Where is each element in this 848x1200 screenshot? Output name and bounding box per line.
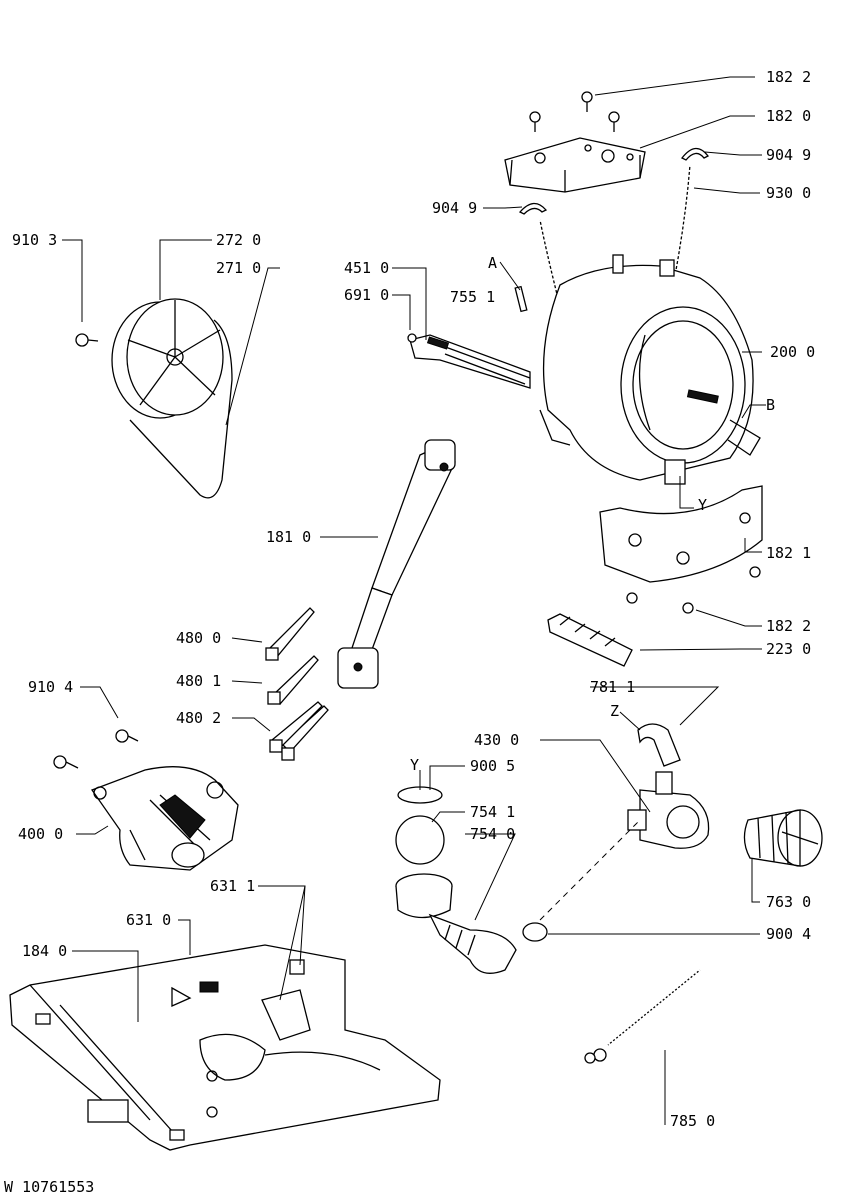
label-1821: 182 1 bbox=[766, 544, 811, 562]
letter-y-drum: Y bbox=[698, 496, 707, 514]
elbow-7811 bbox=[637, 723, 681, 767]
label-6311: 631 1 bbox=[210, 877, 255, 895]
pump-4300 bbox=[627, 771, 710, 849]
label-9300: 930 0 bbox=[766, 184, 811, 202]
label-7850: 785 0 bbox=[670, 1112, 715, 1130]
paddle-2230 bbox=[547, 613, 633, 667]
label-4300: 430 0 bbox=[474, 731, 519, 749]
label-6310: 631 0 bbox=[126, 911, 171, 929]
label-1810: 181 0 bbox=[266, 528, 311, 546]
label-6910: 691 0 bbox=[344, 286, 389, 304]
screw-1822-lower bbox=[626, 566, 761, 614]
clip-9049-right bbox=[680, 147, 709, 161]
label-7630: 763 0 bbox=[766, 893, 811, 911]
drum-2000 bbox=[539, 254, 761, 485]
clamp-9004 bbox=[522, 922, 548, 942]
base-1840 bbox=[9, 944, 441, 1151]
ball-7541 bbox=[395, 815, 445, 865]
letter-a: A bbox=[488, 254, 497, 272]
screw-1822-top bbox=[529, 91, 620, 132]
label-9104: 910 4 bbox=[28, 678, 73, 696]
label-9049-right: 904 9 bbox=[766, 146, 811, 164]
motor-4000 bbox=[90, 766, 239, 871]
assembly-dash-line bbox=[539, 819, 641, 921]
label-7811: 781 1 bbox=[590, 678, 635, 696]
feet-4801 bbox=[267, 655, 319, 705]
label-1822-lower: 182 2 bbox=[766, 617, 811, 635]
letter-z: Z bbox=[610, 702, 619, 720]
belt-2710 bbox=[129, 319, 233, 499]
filter-7630 bbox=[743, 809, 823, 867]
feet-4800 bbox=[265, 607, 315, 661]
leader-lines bbox=[62, 76, 766, 1125]
label-2000: 200 0 bbox=[770, 343, 815, 361]
label-1820: 182 0 bbox=[766, 107, 811, 125]
heater-4510 bbox=[407, 333, 531, 389]
sump-hose-7540 bbox=[395, 873, 517, 974]
clip-9049-left bbox=[518, 202, 548, 215]
letter-y-ring: Y bbox=[410, 756, 419, 774]
counterweight-1820 bbox=[504, 137, 646, 193]
label-2230: 223 0 bbox=[766, 640, 811, 658]
label-4802: 480 2 bbox=[176, 709, 221, 727]
drain-hose-7850 bbox=[584, 968, 702, 1064]
pin-7551 bbox=[514, 285, 528, 313]
label-1822-top: 182 2 bbox=[766, 68, 811, 86]
part-labels: 182 2 182 0 904 9 930 0 904 9 910 3 272 … bbox=[4, 68, 815, 1196]
label-1840: 184 0 bbox=[22, 942, 67, 960]
damper-1810 bbox=[337, 439, 456, 689]
bracket-1821 bbox=[599, 485, 763, 583]
label-4800: 480 0 bbox=[176, 629, 221, 647]
label-9049-left: 904 9 bbox=[432, 199, 477, 217]
label-2710: 271 0 bbox=[216, 259, 261, 277]
label-9004: 900 4 bbox=[766, 925, 811, 943]
feet-4802 bbox=[269, 701, 329, 761]
label-9103: 910 3 bbox=[12, 231, 57, 249]
pulley-2720 bbox=[111, 298, 224, 419]
screw-9103 bbox=[75, 333, 99, 347]
label-4801: 480 1 bbox=[176, 672, 221, 690]
label-7540: 754 0 bbox=[470, 825, 515, 843]
letter-b: B bbox=[766, 396, 775, 414]
label-7551: 755 1 bbox=[450, 288, 495, 306]
screw-9104 bbox=[53, 729, 139, 769]
footer-code: W 10761553 bbox=[4, 1178, 94, 1196]
label-9005: 900 5 bbox=[470, 757, 515, 775]
label-4000: 400 0 bbox=[18, 825, 63, 843]
label-4510: 451 0 bbox=[344, 259, 389, 277]
label-2720: 272 0 bbox=[216, 231, 261, 249]
label-7541: 754 1 bbox=[470, 803, 515, 821]
